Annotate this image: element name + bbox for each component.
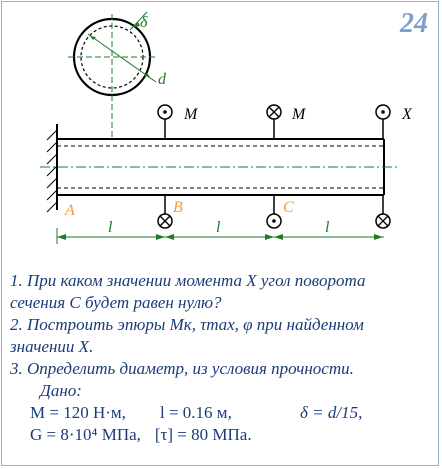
question-1-line-2: сечения С будет равен нулю? xyxy=(10,293,222,312)
given-tau: [τ] = 80 МПа. xyxy=(154,425,252,444)
problem-number: 24 xyxy=(400,8,428,39)
shaft-diagram: δ d xyxy=(40,11,413,244)
moment-M2-marker xyxy=(266,104,282,139)
question-2-line-2: значении X. xyxy=(10,337,94,356)
fixed-wall xyxy=(46,124,58,213)
question-2-line-1: 2. Построить эпюры Mк, τmax, φ при найде… xyxy=(10,315,364,334)
shaft xyxy=(40,138,400,196)
moment-M2-marker-bottom xyxy=(266,195,282,229)
given-M: M = 120 Н·м, xyxy=(30,403,126,422)
moment-M1-marker-bottom xyxy=(157,195,173,229)
given-l: l = 0.16 м, xyxy=(160,403,232,422)
given-G: G = 8·10⁴ МПа, xyxy=(30,425,141,444)
moment-M1-label: M xyxy=(183,106,199,123)
moment-X-marker-bottom xyxy=(375,195,391,229)
moment-M2-label: M xyxy=(291,106,307,123)
question-1-line-1: 1. При каком значении момента X угол пов… xyxy=(10,271,366,290)
section-B-label: B xyxy=(173,199,183,216)
given-line-2: G = 8·10⁴ МПа, [τ] = 80 МПа. xyxy=(30,424,438,446)
problem-text: 1. При каком значении момента X угол пов… xyxy=(10,270,438,446)
length-l-3: l xyxy=(325,219,330,236)
given-title: Дано: xyxy=(40,381,82,400)
cross-section xyxy=(68,11,157,140)
given-delta: δ = d/15, xyxy=(300,403,363,422)
section-A-label: A xyxy=(64,202,75,219)
moment-X-label: X xyxy=(401,106,413,123)
given-line-1: M = 120 Н·м, l = 0.16 м, δ = d/15, xyxy=(30,402,438,424)
moment-M1-marker xyxy=(157,104,173,139)
diameter-label: d xyxy=(158,71,167,88)
moment-X-marker xyxy=(375,104,391,139)
length-dimensions xyxy=(56,228,384,244)
length-l-2: l xyxy=(216,219,221,236)
delta-label: δ xyxy=(140,14,148,31)
length-l-1: l xyxy=(108,219,113,236)
section-C-label: C xyxy=(283,199,294,216)
question-3-line-1: 3. Определить диаметр, из условия прочно… xyxy=(10,359,354,378)
